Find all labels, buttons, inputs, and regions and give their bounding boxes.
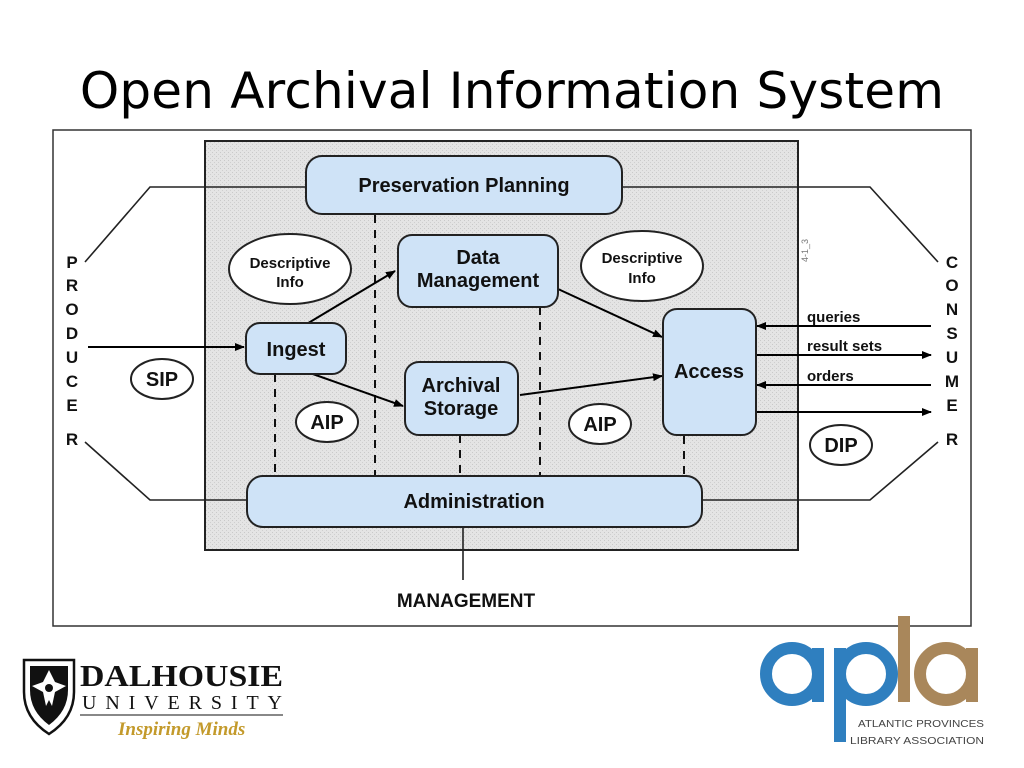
consumer-letter: U — [946, 348, 958, 367]
descriptive-info-label-line1: Descriptive — [602, 250, 683, 267]
dalhousie-wordmark: DALHOUSIE — [80, 658, 283, 693]
archival-storage-box — [404, 361, 519, 436]
descriptive-info-oval — [228, 233, 352, 305]
result-sets-label: result sets — [807, 338, 882, 355]
preservation-planning-box — [305, 155, 623, 215]
administration-label: Administration — [403, 491, 544, 513]
consumer-letter: M — [945, 372, 959, 391]
producer-top-connector — [84, 186, 305, 263]
producer-letter: R — [66, 430, 78, 449]
aip-label: AIP — [583, 414, 616, 436]
orders-label: orders — [807, 368, 854, 385]
producer-letter: O — [65, 300, 78, 319]
preservation-planning-label: Preservation Planning — [358, 175, 569, 197]
descriptive-info-oval — [580, 230, 704, 302]
producer-letter: R — [66, 276, 78, 295]
data-management-label-line1: Data — [456, 247, 500, 269]
consumer-letter: O — [945, 276, 958, 295]
figure-id: 4-1_3 — [800, 239, 810, 262]
producer-letter: C — [66, 372, 78, 391]
dip-oval — [809, 424, 873, 466]
producer-letter: E — [66, 396, 77, 415]
ingest-to-data-management-arrow — [304, 270, 396, 326]
sip-label: SIP — [146, 369, 178, 391]
consumer-letter: S — [946, 324, 957, 343]
producer-letter: U — [66, 348, 78, 367]
dalhousie-shield-icon — [22, 658, 76, 736]
aip-oval — [568, 403, 632, 445]
access-box — [662, 308, 757, 436]
producer-letter: P — [66, 253, 77, 272]
descriptive-info-label-line2: Info — [276, 274, 304, 291]
archival-storage-label-line1: Archival — [422, 375, 501, 397]
aip-label: AIP — [310, 412, 343, 434]
consumer-letter: N — [946, 300, 958, 319]
management-label: MANAGEMENT — [397, 591, 536, 612]
consumer-bottom-connector — [700, 441, 939, 501]
consumer-top-connector — [622, 186, 939, 263]
producer-bottom-connector — [84, 441, 247, 501]
aip-oval — [295, 401, 359, 443]
descriptive-info-label-line1: Descriptive — [250, 255, 331, 272]
archival-storage-label-line2: Storage — [424, 398, 498, 420]
data-management-box — [397, 234, 559, 308]
consumer-letter: C — [946, 253, 958, 272]
sip-oval — [130, 358, 194, 400]
archival-storage-to-access-arrow — [519, 373, 663, 396]
ingest-label: Ingest — [267, 339, 326, 361]
descriptive-info-label-line2: Info — [628, 270, 656, 287]
consumer-letter: E — [946, 396, 957, 415]
data-management-to-access-arrow — [557, 288, 663, 338]
data-management-label-line2: Management — [417, 270, 540, 292]
apla-mark-icon — [760, 616, 978, 742]
apla-line2: LIBRARY ASSOCIATION — [850, 736, 984, 747]
access-label: Access — [674, 361, 744, 383]
queries-label: queries — [807, 309, 860, 326]
dip-label: DIP — [824, 435, 857, 457]
administration-box — [246, 475, 703, 528]
apla-line1: ATLANTIC PROVINCES — [858, 719, 984, 730]
ingest-to-archival-storage-arrow — [309, 372, 404, 407]
producer-letter: D — [66, 324, 78, 343]
slide-title: Open Archival Information System — [79, 62, 945, 120]
dalhousie-tagline: Inspiring Minds — [117, 719, 245, 740]
consumer-letter: R — [946, 430, 958, 449]
ingest-box — [245, 322, 347, 375]
